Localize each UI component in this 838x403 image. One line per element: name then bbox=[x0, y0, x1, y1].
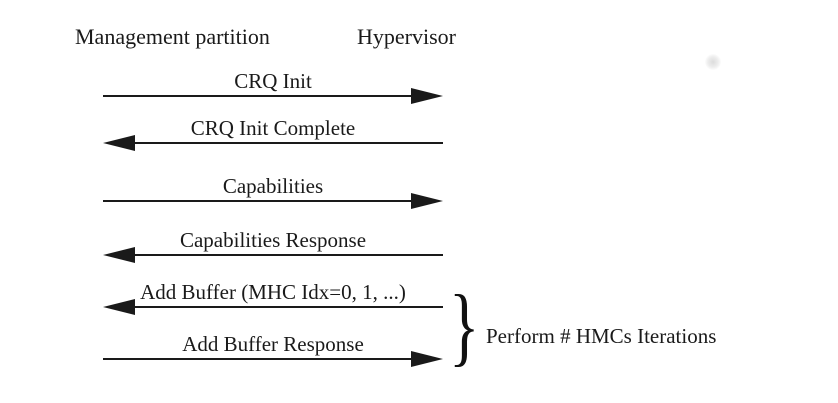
message-add-buffer-response: Add Buffer Response bbox=[103, 331, 443, 367]
arrow-shaft bbox=[103, 358, 439, 360]
arrowhead-icon bbox=[411, 351, 443, 367]
message-label: CRQ Init bbox=[234, 69, 312, 93]
message-capabilities-response: Capabilities Response bbox=[103, 227, 443, 263]
message-label: Add Buffer (MHC Idx=0, 1, ...) bbox=[140, 280, 406, 304]
arrow-shaft bbox=[107, 306, 443, 308]
actor-hypervisor: Hypervisor bbox=[357, 24, 456, 49]
message-add-buffer: Add Buffer (MHC Idx=0, 1, ...) bbox=[103, 279, 443, 315]
message-label: Capabilities bbox=[222, 174, 324, 198]
message-crq-init: CRQ Init bbox=[103, 68, 443, 104]
message-label: Capabilities Response bbox=[179, 228, 367, 252]
scan-artifact bbox=[705, 54, 721, 70]
arrowhead-icon bbox=[411, 88, 443, 104]
arrow-shaft bbox=[107, 142, 443, 144]
group-annotation-label: Perform # HMCs Iterations bbox=[486, 324, 717, 348]
message-label: CRQ Init Complete bbox=[190, 116, 356, 140]
arrow-right bbox=[103, 351, 443, 367]
actor-management-partition: Management partition bbox=[75, 24, 270, 49]
arrow-shaft bbox=[103, 200, 439, 202]
arrowhead-icon bbox=[103, 247, 135, 263]
arrowhead-icon bbox=[103, 135, 135, 151]
grouping-brace: } bbox=[449, 278, 480, 375]
arrow-shaft bbox=[103, 95, 439, 97]
message-capabilities: Capabilities bbox=[103, 173, 443, 209]
arrowhead-icon bbox=[103, 299, 135, 315]
arrow-right bbox=[103, 193, 443, 209]
arrow-left bbox=[103, 299, 443, 315]
arrow-left bbox=[103, 247, 443, 263]
arrow-shaft bbox=[107, 254, 443, 256]
arrowhead-icon bbox=[411, 193, 443, 209]
message-crq-init-complete: CRQ Init Complete bbox=[103, 115, 443, 151]
message-label: Add Buffer Response bbox=[182, 332, 364, 356]
arrow-right bbox=[103, 88, 443, 104]
arrow-left bbox=[103, 135, 443, 151]
